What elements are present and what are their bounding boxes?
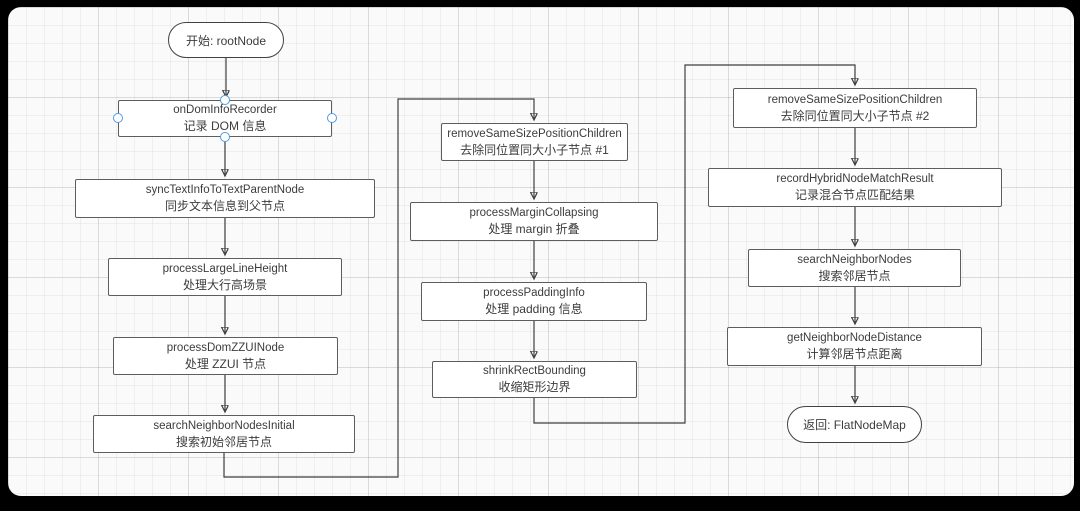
connector-searchinitial-to-removechildren1[interactable] [223, 98, 534, 478]
flow-node-searchNeighborNodesInitial[interactable]: searchNeighborNodesInitial 搜索初始邻居节点 [93, 415, 355, 453]
flow-node-removeSameSizePositionChildren-2[interactable]: removeSameSizePositionChildren 去除同位置同大小子… [733, 88, 977, 128]
node-title: searchNeighborNodes [797, 253, 912, 266]
node-label: 处理 margin 折叠 [488, 222, 580, 236]
flow-node-recordHybridNodeMatchResult[interactable]: recordHybridNodeMatchResult 记录混合节点匹配结果 [708, 168, 1002, 207]
flow-node-end[interactable]: 返回: FlatNodeMap [787, 406, 922, 443]
node-label: 返回: FlatNodeMap [803, 418, 906, 432]
node-label: 处理大行高场景 [182, 277, 267, 292]
node-label: 收缩矩形边界 [498, 380, 571, 394]
node-title: processMarginCollapsing [469, 207, 599, 219]
node-title: processLargeLineHeight [162, 262, 288, 275]
node-label: 记录 DOM 信息 [183, 119, 267, 133]
flow-node-getNeighborNodeDistance[interactable]: getNeighborNodeDistance 计算邻居节点距离 [727, 327, 982, 366]
node-label: 搜索邻居节点 [818, 268, 891, 283]
flow-node-start[interactable]: 开始: rootNode [168, 22, 284, 58]
node-title: recordHybridNodeMatchResult [776, 173, 934, 185]
node-label: 同步文本信息到父节点 [164, 199, 285, 213]
node-label: 计算邻居节点距离 [806, 347, 903, 361]
flow-node-syncTextInfoToTextParentNode[interactable]: syncTextInfoToTextParentNode 同步文本信息到父节点 [75, 179, 375, 218]
connector-shrinkrect-to-removechildren2[interactable] [533, 64, 855, 424]
flow-node-processLargeLineHeight[interactable]: processLargeLineHeight 处理大行高场景 [108, 258, 342, 296]
flow-node-processMarginCollapsing[interactable]: processMarginCollapsing 处理 margin 折叠 [410, 202, 658, 241]
node-title: processPaddingInfo [483, 287, 585, 299]
node-title: processDomZZUINode [166, 341, 285, 354]
selection-handle-top[interactable] [220, 95, 230, 105]
node-title: onDomInfoRecorder [173, 104, 277, 116]
selection-handle-right[interactable] [327, 113, 337, 123]
node-label: 去除同位置同大小子节点 #1 [460, 142, 609, 157]
node-label: 记录混合节点匹配结果 [794, 188, 915, 202]
node-label: 开始: rootNode [185, 33, 267, 48]
flow-node-shrinkRectBounding[interactable]: shrinkRectBounding 收缩矩形边界 [432, 361, 637, 398]
flow-node-processPaddingInfo[interactable]: processPaddingInfo 处理 padding 信息 [421, 282, 647, 321]
node-title: shrinkRectBounding [483, 365, 586, 377]
node-label: 处理 padding 信息 [485, 302, 583, 316]
node-title: syncTextInfoToTextParentNode [145, 184, 305, 196]
selection-handle-left[interactable] [113, 113, 123, 123]
node-label: 搜索初始邻居节点 [175, 434, 272, 449]
node-title: removeSameSizePositionChildren [447, 127, 622, 140]
node-title: removeSameSizePositionChildren [767, 93, 943, 106]
selection-handle-bottom[interactable] [220, 132, 230, 142]
node-label: 处理 ZZUI 节点 [184, 356, 267, 371]
node-title: getNeighborNodeDistance [787, 332, 922, 344]
node-title: searchNeighborNodesInitial [153, 419, 295, 432]
flow-node-removeSameSizePositionChildren-1[interactable]: removeSameSizePositionChildren 去除同位置同大小子… [441, 123, 628, 161]
flow-node-processDomZZUINode[interactable]: processDomZZUINode 处理 ZZUI 节点 [113, 337, 338, 375]
node-label: 去除同位置同大小子节点 #2 [780, 108, 930, 123]
flow-node-searchNeighborNodes[interactable]: searchNeighborNodes 搜索邻居节点 [748, 249, 961, 287]
